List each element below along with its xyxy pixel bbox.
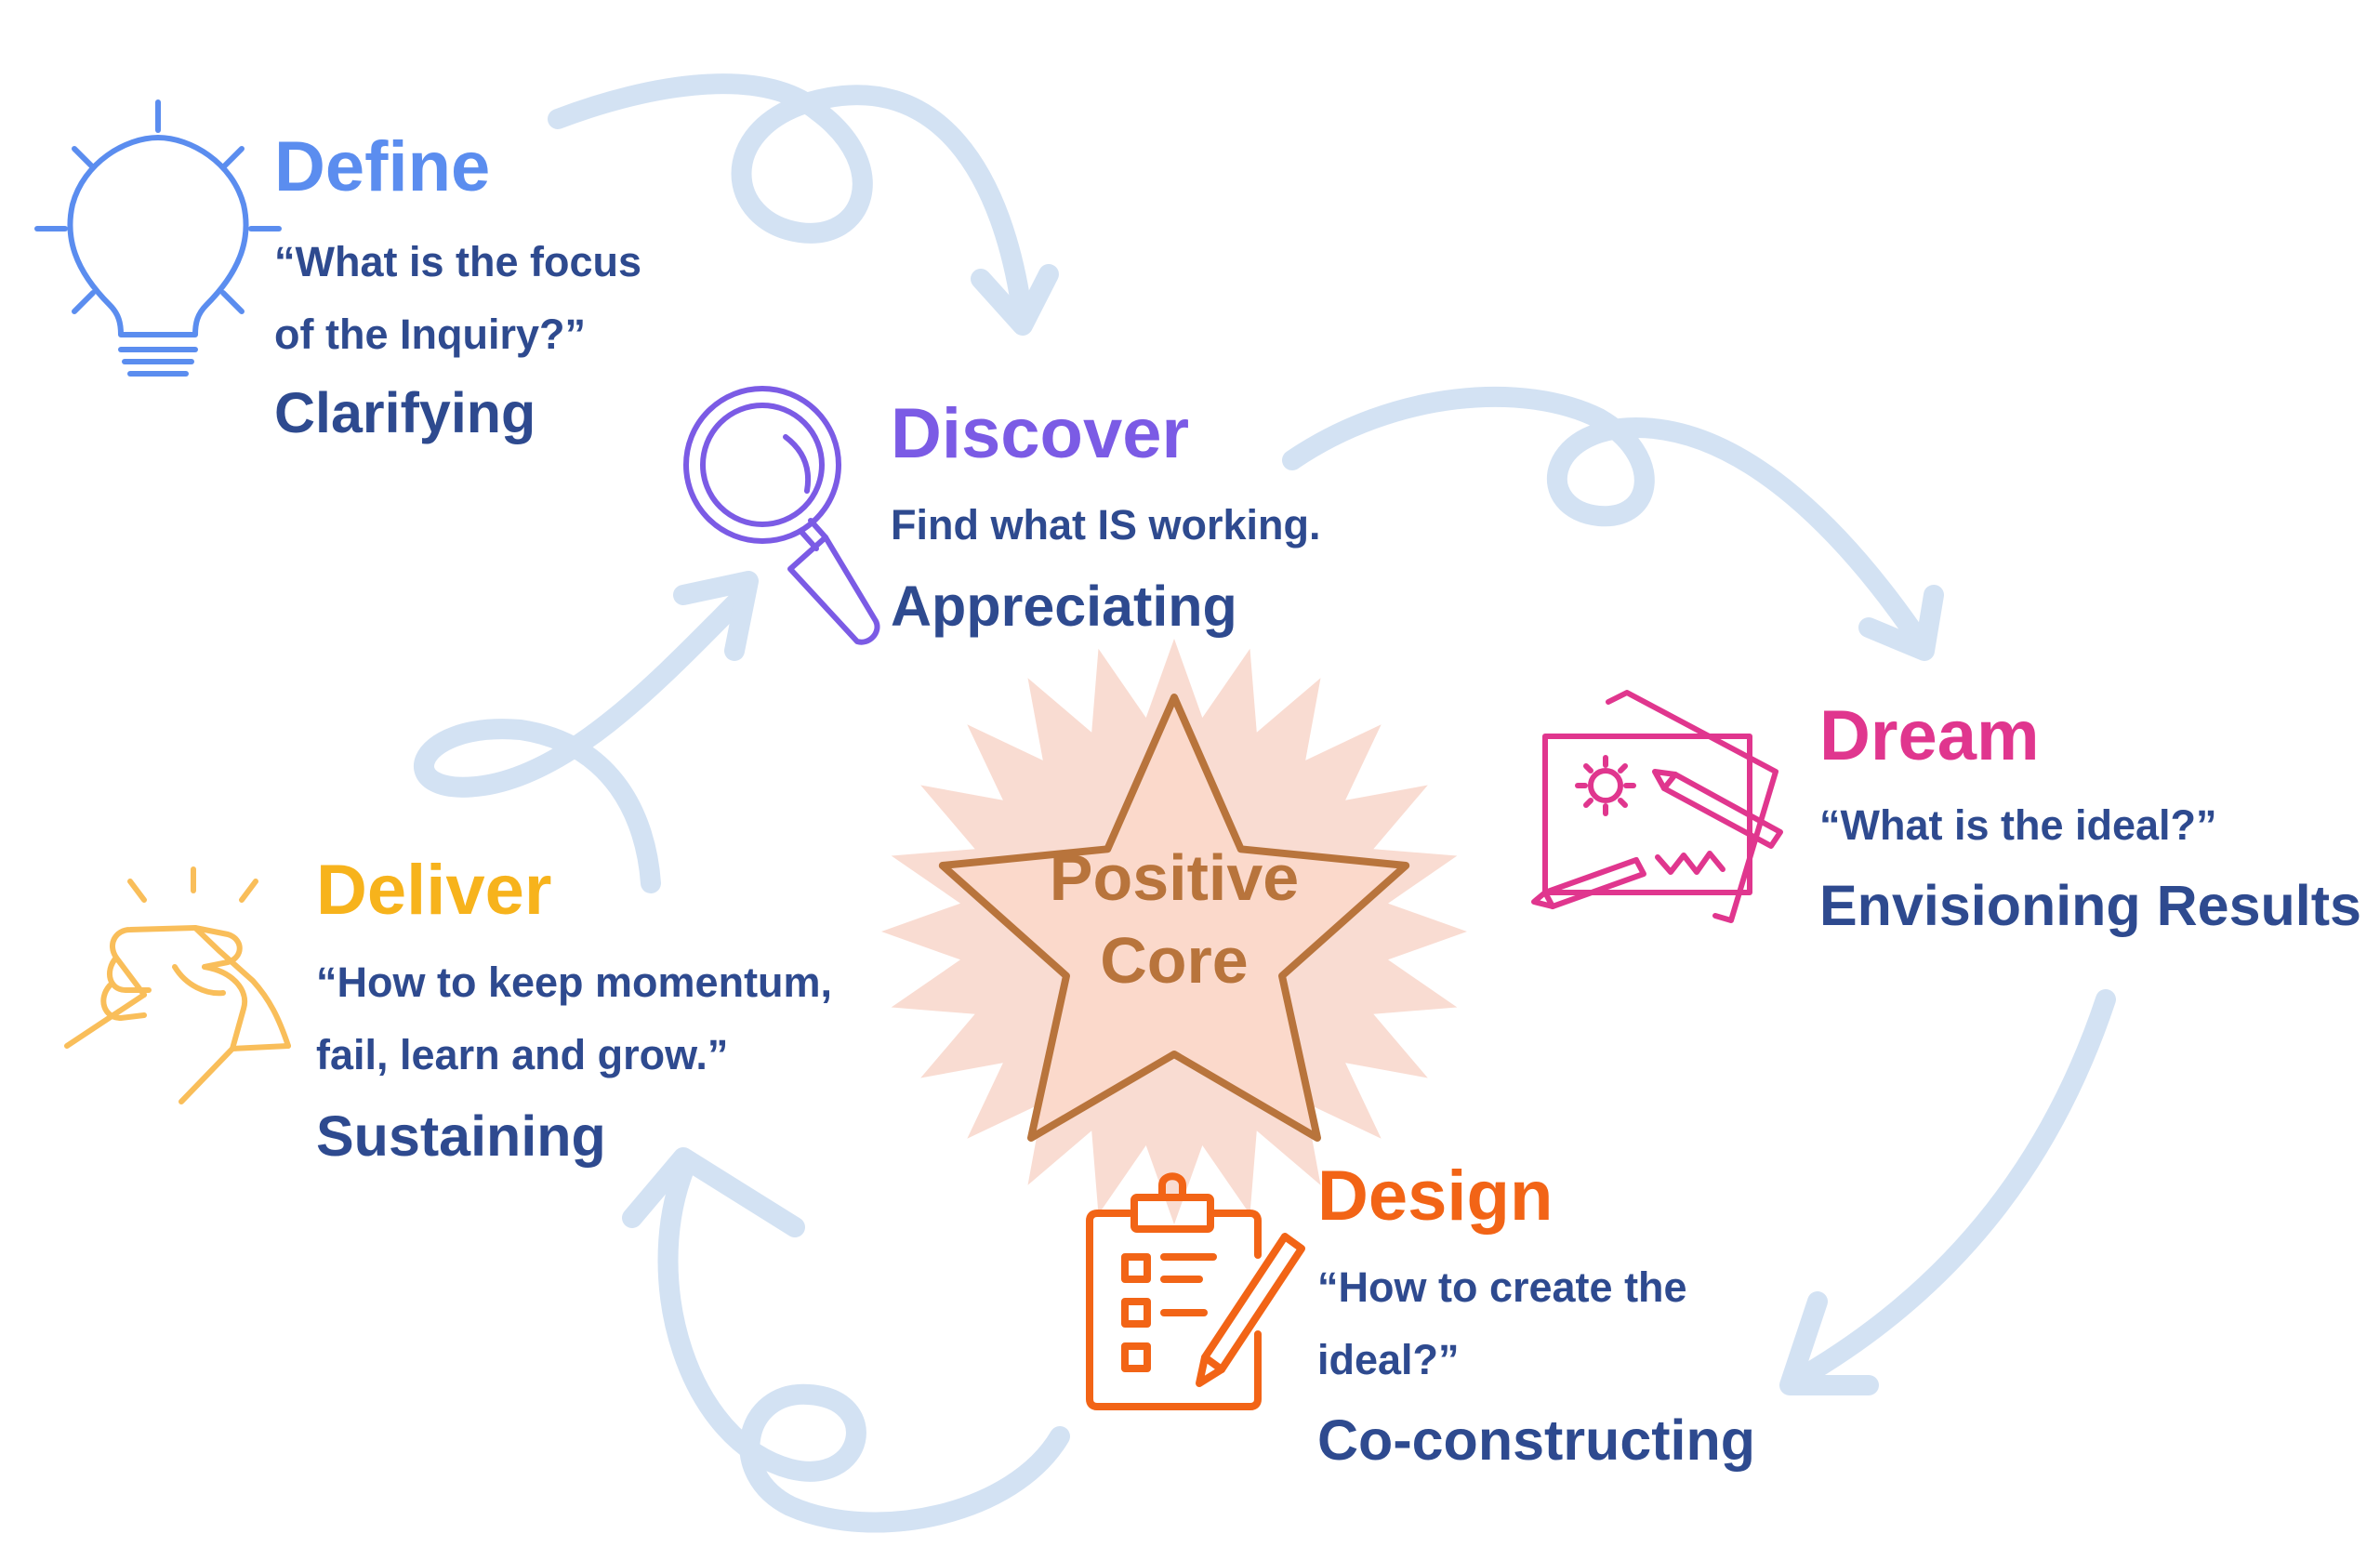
- dream-title: Dream: [1819, 696, 2040, 775]
- stage-dream: Dream “What is the ideal?” Envisioning R…: [1531, 690, 2361, 937]
- arrow-define-to-discover: [548, 73, 1033, 326]
- magnifier-icon: [683, 386, 880, 645]
- design-question-line1: “How to create the: [1317, 1263, 1687, 1311]
- design-question-line2: ideal?”: [1317, 1336, 1460, 1383]
- drawing-papers-icon: [1531, 690, 1783, 923]
- arrow-deliver-to-discover-head: [673, 571, 759, 661]
- stage-deliver: Deliver “How to keep momentum, fail, lea…: [64, 851, 832, 1168]
- define-title: Define: [274, 127, 490, 206]
- deliver-question-line2: fail, learn and grow.”: [316, 1031, 728, 1078]
- handshake-icon: [64, 866, 291, 1104]
- dream-question-line1: “What is the ideal?”: [1819, 801, 2217, 849]
- deliver-title: Deliver: [316, 851, 552, 930]
- cycle-arrows: [414, 73, 2116, 1533]
- discover-question-line1: Find what IS working.: [891, 501, 1321, 549]
- arrow-deliver-to-discover: [414, 585, 754, 893]
- arrow-dream-to-design: [1793, 989, 2116, 1386]
- stage-define: Define “What is the focus of the Inquiry…: [34, 99, 641, 444]
- design-keyword: Co-constructing: [1317, 1408, 1755, 1472]
- discover-title: Discover: [891, 394, 1189, 473]
- define-keyword: Clarifying: [274, 381, 536, 444]
- arrow-discover-to-dream: [1282, 386, 1930, 652]
- arrow-define-to-discover-head: [971, 264, 1059, 336]
- clipboard-checklist-icon: [1086, 1172, 1305, 1410]
- arrow-design-to-deliver-head: [622, 1147, 805, 1237]
- stage-discover: Discover Find what IS working. Appreciat…: [683, 386, 1321, 645]
- discover-keyword: Appreciating: [891, 575, 1237, 638]
- core-line1: Positive: [1050, 841, 1299, 914]
- define-question-line1: “What is the focus: [274, 238, 641, 285]
- arrow-design-to-deliver: [657, 1161, 1070, 1533]
- stage-design: Design “How to create the ideal?” Co-con…: [1086, 1157, 1755, 1472]
- lightbulb-icon: [34, 99, 282, 377]
- dream-keyword: Envisioning Results: [1819, 874, 2361, 937]
- positive-core: Positive Core: [881, 639, 1467, 1224]
- star-icon: [938, 694, 1410, 1142]
- arrow-dream-to-design-head: [1779, 1291, 1879, 1395]
- define-question-line2: of the Inquiry?”: [274, 311, 586, 358]
- deliver-question-line1: “How to keep momentum,: [316, 959, 832, 1006]
- core-line2: Core: [1100, 924, 1248, 997]
- deliver-keyword: Sustaining: [316, 1104, 606, 1168]
- design-title: Design: [1317, 1157, 1553, 1236]
- arrow-discover-to-dream-head: [1858, 585, 1944, 661]
